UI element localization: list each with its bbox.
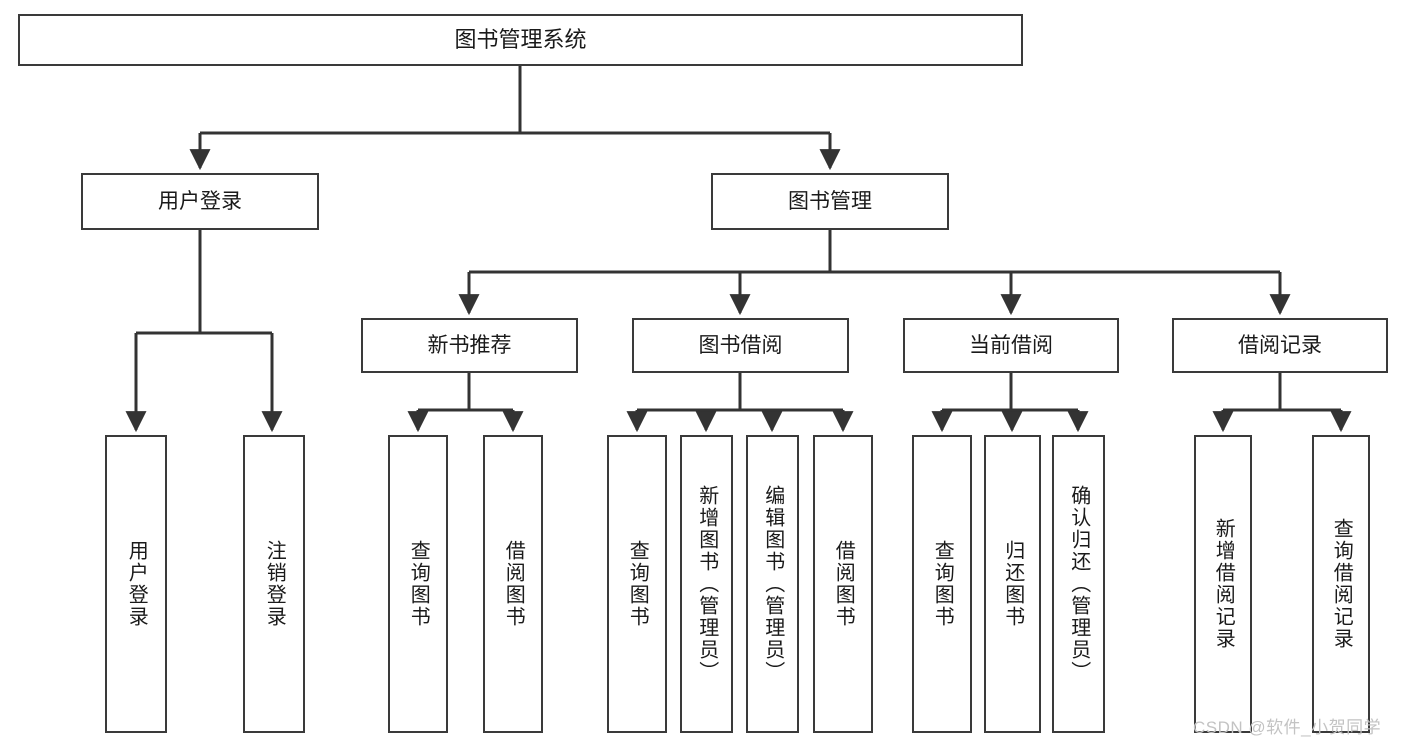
node-leaf-query-book-2[interactable]: 查询图书 [607,435,667,733]
node-leaf-user-login[interactable]: 用户登录 [105,435,167,733]
node-book-manage-label: 图书管理 [788,189,872,213]
node-book-borrow[interactable]: 图书借阅 [632,318,849,373]
node-book-borrow-label: 图书借阅 [698,333,783,357]
node-current-borrow-label: 当前借阅 [969,333,1053,357]
node-leaf-add-book[interactable]: 新增图书（管理员） [680,435,733,733]
node-leaf-borrow-book-1[interactable]: 借阅图书 [483,435,543,733]
node-leaf-borrow-book-1-label: 借阅图书 [502,540,525,628]
node-leaf-return-book[interactable]: 归还图书 [984,435,1041,733]
node-root[interactable]: 图书管理系统 [18,14,1023,66]
node-current-borrow[interactable]: 当前借阅 [903,318,1119,373]
node-leaf-query-book-2-label: 查询图书 [626,540,649,628]
node-leaf-confirm-return[interactable]: 确认归还（管理员） [1052,435,1105,733]
node-user-login[interactable]: 用户登录 [81,173,319,230]
node-leaf-confirm-return-label: 确认归还（管理员） [1067,485,1090,683]
node-borrow-record[interactable]: 借阅记录 [1172,318,1388,373]
node-leaf-query-book-3[interactable]: 查询图书 [912,435,972,733]
node-new-book-recommend[interactable]: 新书推荐 [361,318,578,373]
node-leaf-query-record[interactable]: 查询借阅记录 [1312,435,1370,733]
node-leaf-add-book-label: 新增图书（管理员） [695,485,718,683]
node-root-label: 图书管理系统 [454,26,587,52]
node-leaf-query-book-1-label: 查询图书 [407,540,430,628]
node-leaf-add-record-label: 新增借阅记录 [1212,518,1235,650]
node-book-manage[interactable]: 图书管理 [711,173,949,230]
node-leaf-query-record-label: 查询借阅记录 [1330,518,1353,650]
node-leaf-return-book-label: 归还图书 [1001,540,1024,628]
csdn-watermark: CSDN @软件_小贺同学 [1193,718,1382,737]
node-user-login-label: 用户登录 [158,189,242,213]
node-leaf-borrow-book-2-label: 借阅图书 [832,540,855,628]
node-leaf-edit-book-label: 编辑图书（管理员） [761,485,784,683]
node-leaf-logout[interactable]: 注销登录 [243,435,305,733]
node-leaf-add-record[interactable]: 新增借阅记录 [1194,435,1252,733]
node-borrow-record-label: 借阅记录 [1238,333,1322,357]
node-leaf-borrow-book-2[interactable]: 借阅图书 [813,435,873,733]
node-leaf-query-book-3-label: 查询图书 [931,540,954,628]
node-leaf-edit-book[interactable]: 编辑图书（管理员） [746,435,799,733]
node-leaf-query-book-1[interactable]: 查询图书 [388,435,448,733]
node-new-book-recommend-label: 新书推荐 [427,333,512,357]
node-leaf-user-login-label: 用户登录 [125,540,148,628]
node-leaf-logout-label: 注销登录 [263,540,286,628]
